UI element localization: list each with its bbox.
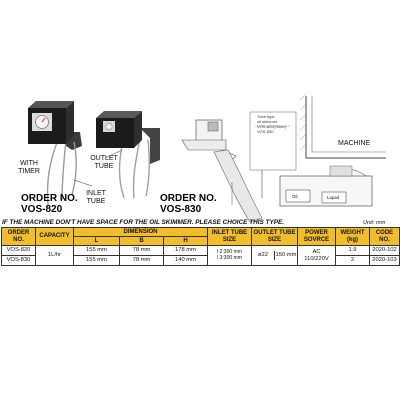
outlet-tube-label: OUTLET TUBE bbox=[90, 155, 118, 170]
diagram-notes: Tube type oil skimmer VOS-820(Timer) VOS… bbox=[257, 114, 287, 134]
space-notice-banner: IF THE MACHINE DON'T HAVE SPACE FOR THE … bbox=[2, 219, 285, 226]
order-code-1: VOS-820 bbox=[21, 204, 63, 215]
cell-code: 2020-103 bbox=[369, 255, 400, 266]
cell-outlet-diameter: ø22 bbox=[258, 252, 268, 259]
cell-order: VOS-830 bbox=[1, 255, 36, 266]
table-row: VOS-830 155 mm 78 mm 140 mm 2 2020-103 bbox=[1, 255, 400, 266]
order-code-2: VOS-830 bbox=[160, 204, 202, 215]
col-header-capacity: CAPACITY bbox=[35, 227, 74, 246]
table-subheader-row: L B H bbox=[2, 236, 400, 246]
order-heading-1: ORDER NO. bbox=[21, 193, 78, 204]
spec-table: ORDER NO. CAPACITY DIMENSION INLET TUBE … bbox=[1, 227, 400, 266]
col-header-power: POWER SOVRCE bbox=[297, 227, 336, 246]
cell-inlet: l 2:300 mm l 3:300 mm bbox=[207, 245, 252, 266]
col-header-L: L bbox=[73, 236, 120, 246]
col-header-inlet: INLET TUBE SIZE bbox=[207, 227, 252, 246]
inlet-tube-label: INLET TUBE bbox=[86, 190, 106, 205]
table-row: VOS-820 1L/hr 155 mm 78 mm 178 mm l 2:30… bbox=[1, 245, 400, 266]
unit-note: Unit: mm bbox=[363, 220, 386, 226]
cell-weight: 2 bbox=[335, 255, 370, 266]
cell-B: 78 mm bbox=[119, 255, 164, 266]
cell-code: 2020-102 bbox=[369, 245, 400, 256]
cell-weight: 1.9 bbox=[335, 245, 370, 256]
machine-label: MACHINE bbox=[338, 140, 371, 147]
col-header-order: ORDER NO. bbox=[1, 227, 36, 246]
col-header-code: CODE NO. bbox=[369, 227, 400, 246]
cell-H: 178 mm bbox=[163, 245, 208, 256]
oil-label: Oil bbox=[292, 194, 298, 199]
table-header-row: ORDER NO. CAPACITY DIMENSION INLET TUBE … bbox=[1, 227, 400, 246]
cell-L: 155 mm bbox=[73, 245, 120, 256]
liquid-label: Liquid bbox=[327, 195, 340, 200]
cell-power: AC 110/220V bbox=[297, 245, 336, 266]
cell-outlet-length: 150 mm bbox=[274, 251, 297, 260]
col-header-B: B bbox=[119, 236, 164, 246]
cell-H: 140 mm bbox=[163, 255, 208, 266]
col-header-H: H bbox=[163, 236, 208, 246]
col-header-weight: WEIGHT (kg) bbox=[335, 227, 370, 246]
cell-order: VOS-820 bbox=[1, 245, 36, 256]
cell-L: 155 mm bbox=[73, 255, 120, 266]
cell-capacity: 1L/hr bbox=[35, 245, 74, 266]
with-timer-label: WITH TIMER bbox=[18, 160, 40, 175]
order-heading-2: ORDER NO. bbox=[160, 193, 217, 204]
col-header-outlet: OUTLET TUBE SIZE bbox=[251, 227, 298, 246]
col-header-dimension: DIMENSION bbox=[73, 227, 208, 237]
cell-outlet: ø22 150 mm bbox=[251, 245, 298, 266]
cell-B: 78 mm bbox=[119, 245, 164, 256]
